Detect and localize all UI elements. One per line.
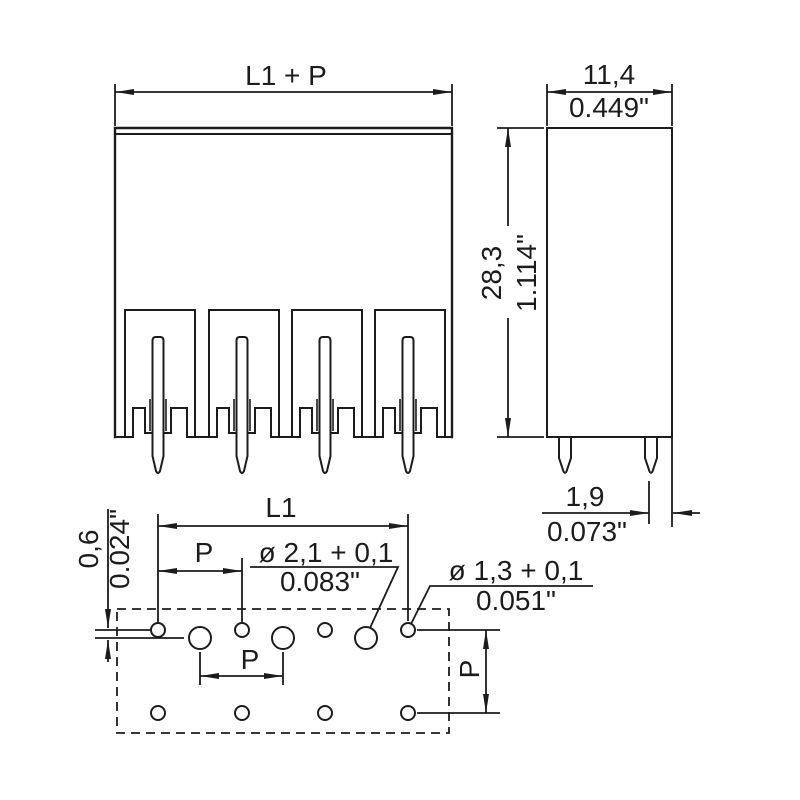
pitch-vertical-label: P [454, 660, 485, 679]
pitch-mid-extension-lines [199, 652, 284, 685]
socket-outline-2 [208, 309, 280, 438]
side-pin-right [644, 436, 658, 474]
hole-large-mm: ø 2,1 + 0,1 [259, 537, 394, 568]
hole-small [150, 705, 166, 721]
dimension-overall-width: L1 + P [114, 60, 453, 126]
side-body-outline [546, 127, 673, 438]
hole-small-inch: 0.051" [476, 585, 556, 616]
hole-small [400, 622, 416, 638]
overall-width-label: L1 + P [245, 60, 327, 91]
front-view: L1 + P [113, 60, 454, 474]
hole-small [400, 705, 416, 721]
hole-large [354, 626, 378, 650]
dimension-pitch-mid: P [200, 644, 283, 679]
dimension-pitch-top: P [158, 537, 242, 574]
dimension-pitch-vertical: P [454, 630, 489, 713]
dimension-pin-width: 1,9 0.073" [542, 438, 700, 547]
hole-small [234, 622, 250, 638]
front-pin-2 [235, 336, 249, 474]
socket-outline-3 [291, 309, 363, 438]
pin-width-inch: 0.073" [547, 516, 627, 547]
l1-label: L1 [265, 492, 296, 523]
hole-small [150, 622, 166, 638]
front-body-outline [113, 126, 454, 439]
row-offset-mm: 0,6 [73, 530, 104, 569]
dimension-l1: L1 [158, 492, 408, 529]
side-width-inch: 0.449" [569, 92, 649, 123]
socket-outline-4 [374, 309, 446, 438]
callout-hole-large: ø 2,1 + 0,1 0.083" [250, 537, 400, 629]
hole-large [188, 626, 212, 650]
hole-large [271, 626, 295, 650]
pcb-outline-dashed [116, 608, 450, 734]
front-pin-1 [151, 336, 165, 474]
hole-small [317, 705, 333, 721]
dimension-side-height: 28,3 1.114" [476, 127, 544, 438]
hole-small-mm: ø 1,3 + 0,1 [449, 555, 584, 586]
pin-collars [149, 399, 417, 431]
hole-small [234, 705, 250, 721]
side-view: 11,4 0.449" 28,3 1.114" 1,9 0.073" [476, 59, 700, 547]
side-height-inch: 1.114" [511, 234, 542, 312]
footprint-view: L1 P 0,6 0.024" ø 2,1 + 0,1 0.083" ø 1,3… [73, 492, 593, 734]
pitch-top-label: P [195, 537, 214, 568]
front-pin-3 [318, 336, 332, 474]
callout-hole-small: ø 1,3 + 0,1 0.051" [410, 555, 593, 625]
hole-small [317, 622, 333, 638]
row-offset-reference-lines [95, 629, 184, 639]
dimension-row-offset: 0,6 0.024" [73, 509, 135, 662]
side-pin-left [558, 436, 572, 474]
socket-outline-1 [124, 309, 196, 438]
dimension-side-width: 11,4 0.449" [546, 59, 673, 126]
pitch-mid-label: P [241, 644, 260, 675]
hole-large-inch: 0.083" [280, 566, 360, 597]
pin-width-mm: 1,9 [566, 481, 605, 512]
row-offset-inch: 0.024" [104, 509, 135, 589]
side-width-mm: 11,4 [583, 59, 635, 90]
front-pin-4 [401, 336, 415, 474]
side-height-mm: 28,3 [476, 246, 507, 301]
